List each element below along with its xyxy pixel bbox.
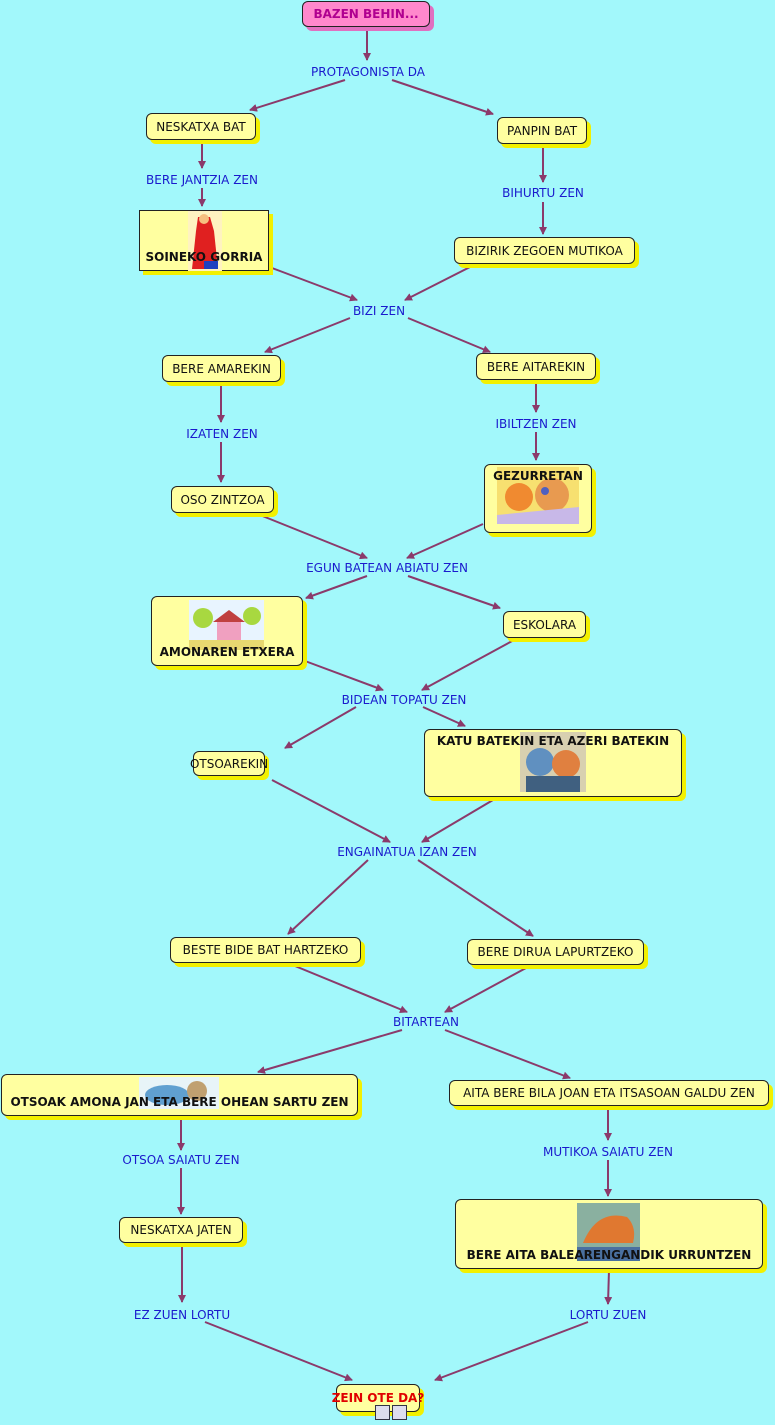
node-katu-batekin-eta-azeri-batekin[interactable]: KATU BATEKIN ETA AZERI BATEKIN [424, 729, 682, 797]
document-icon[interactable] [392, 1405, 407, 1420]
wolf-in-bed-picture [139, 1077, 219, 1109]
cartoon-picture [497, 467, 579, 524]
node-beste-bide-bat-hartzeko[interactable]: BESTE BIDE BAT HARTZEKO [170, 937, 361, 963]
link-egun-batean-abiatu-zen: EGUN BATEAN ABIATU ZEN [306, 561, 468, 575]
node-bere-aita-balearengandik-urruntzen[interactable]: BERE AITA BALEARENGANDIK URRUNTZEN [455, 1199, 763, 1269]
image-icon[interactable] [375, 1405, 390, 1420]
link-bizi-zen: BIZI ZEN [352, 304, 406, 318]
node-amonaren-etxera[interactable]: AMONAREN ETXERA [151, 596, 303, 666]
link-bidean-topatu-zen: BIDEAN TOPATU ZEN [341, 693, 467, 707]
link-mutikoa-saiatu-zen: MUTIKOA SAIATU ZEN [542, 1145, 674, 1159]
node-bere-dirua-lapurtzeko[interactable]: BERE DIRUA LAPURTZEKO [467, 939, 644, 965]
whale-picture [577, 1203, 640, 1261]
link-engainatua-izan-zen: ENGAINATUA IZAN ZEN [337, 845, 477, 859]
cat-and-fox-picture [520, 732, 586, 792]
grandmother-house-picture [189, 600, 264, 650]
node-bizirik-zegoen-mutikoa[interactable]: BIZIRIK ZEGOEN MUTIKOA [454, 237, 635, 264]
link-bere-jantzia-zen: BERE JANTZIA ZEN [146, 173, 258, 187]
node-zein-ote-da[interactable]: ZEIN OTE DA? [332, 1384, 424, 1412]
node-bere-amarekin[interactable]: BERE AMAREKIN [162, 355, 281, 382]
node-eskolara[interactable]: ESKOLARA [503, 611, 586, 638]
node-soineko-gorria[interactable]: SOINEKO GORRIA [139, 210, 269, 271]
node-neskatxa-jaten[interactable]: NESKATXA JATEN [119, 1217, 243, 1243]
link-bitartean: BITARTEAN [393, 1015, 459, 1029]
node-oso-zintzoa[interactable]: OSO ZINTZOA [171, 486, 274, 513]
link-protagonista-da: PROTAGONISTA DA [311, 65, 425, 79]
link-ez-zuen-lortu: EZ ZUEN LORTU [133, 1308, 231, 1322]
node-bazen-behin[interactable]: BAZEN BEHIN... [302, 1, 430, 27]
node-attachment-icons [375, 1405, 407, 1420]
link-izaten-zen: IZATEN ZEN [186, 427, 258, 441]
red-dress-picture [188, 211, 222, 271]
node-aita-bere-bila-joan[interactable]: AITA BERE BILA JOAN ETA ITSASOAN GALDU Z… [449, 1080, 769, 1106]
node-panpin-bat[interactable]: PANPIN BAT [497, 117, 587, 144]
node-neskatxa-bat[interactable]: NESKATXA BAT [146, 113, 256, 140]
node-otsoak-amona-jan[interactable]: OTSOAK AMONA JAN ETA BERE OHEAN SARTU ZE… [1, 1074, 358, 1116]
link-ibiltzen-zen: IBILTZEN ZEN [495, 417, 577, 431]
link-otsoa-saiatu-zen: OTSOA SAIATU ZEN [122, 1153, 240, 1167]
link-bihurtu-zen: BIHURTU ZEN [502, 186, 584, 200]
node-otsoarekin[interactable]: OTSOAREKIN [190, 751, 268, 776]
node-bere-aitarekin[interactable]: BERE AITAREKIN [476, 353, 596, 380]
node-gezurretan[interactable]: GEZURRETAN [484, 464, 592, 533]
link-lortu-zuen: LORTU ZUEN [569, 1308, 647, 1322]
